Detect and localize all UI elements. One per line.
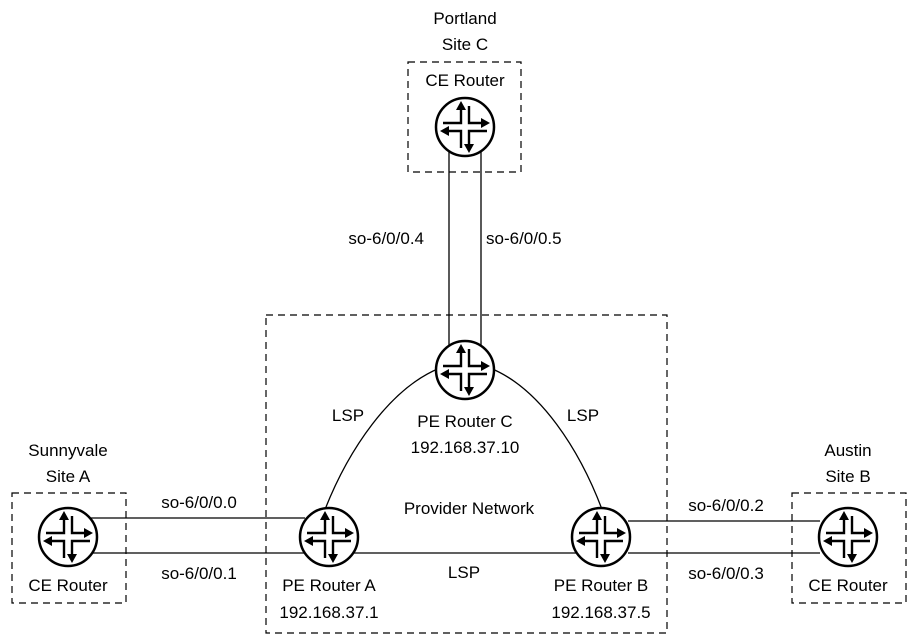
portland-site-label: Site C <box>442 35 488 54</box>
pe-b-ip-label: 192.168.37.5 <box>551 603 650 622</box>
austin-site-label: Site B <box>825 467 870 486</box>
pe-a-ip-label: 192.168.37.1 <box>279 603 378 622</box>
lsp-label-left: LSP <box>332 406 364 425</box>
router-icon-pe-c <box>434 339 496 401</box>
sunnyvale-city-label: Sunnyvale <box>28 441 107 460</box>
interface-b-top-label: so-6/0/0.2 <box>688 496 764 515</box>
pe-a-name-label: PE Router A <box>282 576 376 595</box>
provider-network-label: Provider Network <box>404 499 535 518</box>
interface-a-bottom-label: so-6/0/0.1 <box>161 564 237 583</box>
router-icon-ce-sunnyvale <box>37 506 99 568</box>
router-icon-ce-austin <box>817 506 879 568</box>
interface-c-right-label: so-6/0/0.5 <box>486 229 562 248</box>
pe-c-ip-label: 192.168.37.10 <box>411 438 520 457</box>
interface-b-bottom-label: so-6/0/0.3 <box>688 564 764 583</box>
portland-router-label: CE Router <box>425 71 505 90</box>
pe-b-name-label: PE Router B <box>554 576 649 595</box>
lsp-label-bottom: LSP <box>448 563 480 582</box>
lsp-c-b-curve <box>489 367 604 513</box>
router-icon-pe-a <box>298 506 360 568</box>
sunnyvale-site-label: Site A <box>46 467 91 486</box>
router-icon-ce-portland <box>434 96 496 158</box>
provider-network-box <box>265 314 668 634</box>
lsp-label-right: LSP <box>567 406 599 425</box>
lsp-a-c-curve <box>323 367 441 513</box>
portland-site-box <box>407 61 522 173</box>
austin-city-label: Austin <box>824 441 871 460</box>
austin-site-box <box>791 492 907 604</box>
interface-a-top-label: so-6/0/0.0 <box>161 493 237 512</box>
interface-c-left-label: so-6/0/0.4 <box>348 229 424 248</box>
austin-router-label: CE Router <box>808 576 888 595</box>
sunnyvale-router-label: CE Router <box>28 576 108 595</box>
portland-city-label: Portland <box>433 9 496 28</box>
pe-c-name-label: PE Router C <box>417 412 512 431</box>
router-icon-pe-b <box>570 506 632 568</box>
sunnyvale-site-box <box>11 492 127 604</box>
